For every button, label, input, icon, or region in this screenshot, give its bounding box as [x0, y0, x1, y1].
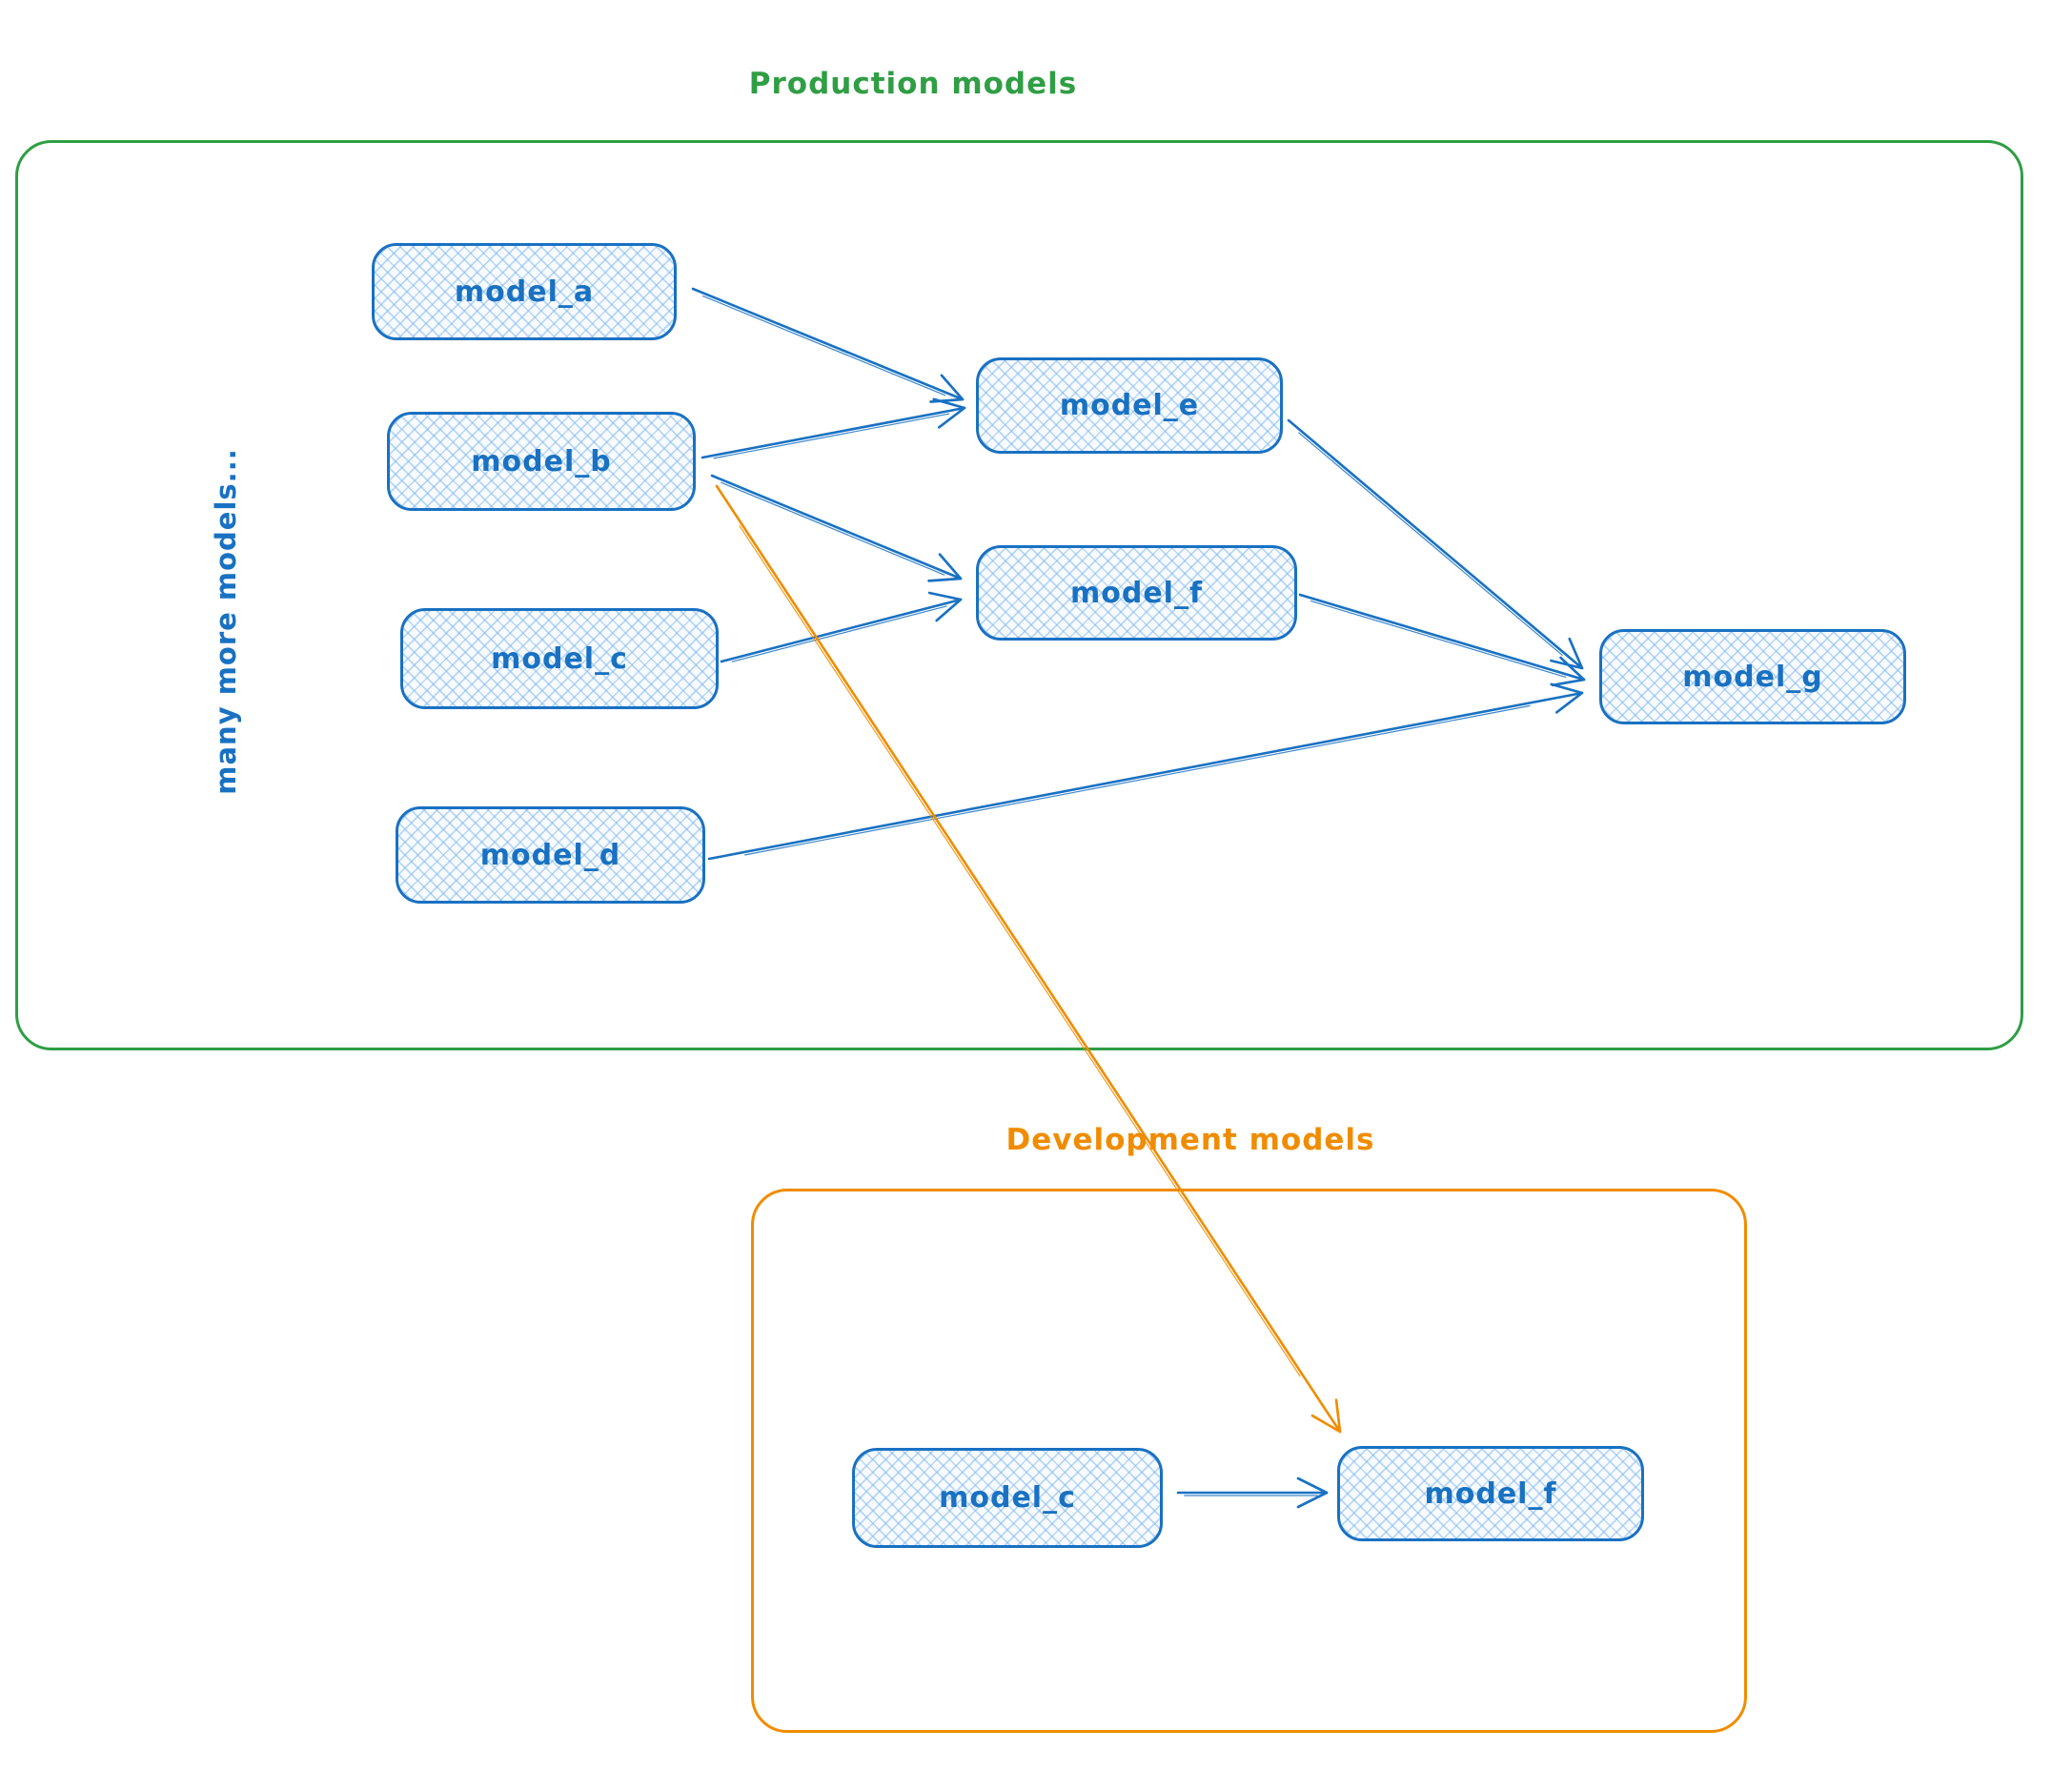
many-more-models-note: many more models... — [210, 448, 242, 795]
node-dev_model_c: model_c — [852, 1448, 1163, 1548]
node-label: model_a — [454, 275, 595, 309]
node-model_a: model_a — [372, 243, 677, 340]
node-label: model_g — [1682, 660, 1823, 694]
node-label: model_f — [1069, 576, 1204, 610]
development-group-title: Development models — [1006, 1123, 1375, 1157]
node-label: model_b — [471, 444, 612, 478]
node-label: model_e — [1059, 389, 1200, 422]
node-model_c: model_c — [400, 608, 719, 709]
node-model_f: model_f — [976, 545, 1297, 641]
node-model_e: model_e — [976, 357, 1283, 454]
node-model_g: model_g — [1599, 629, 1906, 724]
node-label: model_c — [939, 1481, 1076, 1515]
node-label: model_f — [1424, 1476, 1557, 1511]
node-label: model_d — [479, 838, 621, 872]
node-label: model_c — [491, 641, 628, 676]
node-model_d: model_d — [396, 806, 705, 904]
node-model_b: model_b — [387, 412, 696, 511]
production-group-title: Production models — [748, 67, 1078, 101]
node-dev_model_f: model_f — [1337, 1446, 1644, 1541]
